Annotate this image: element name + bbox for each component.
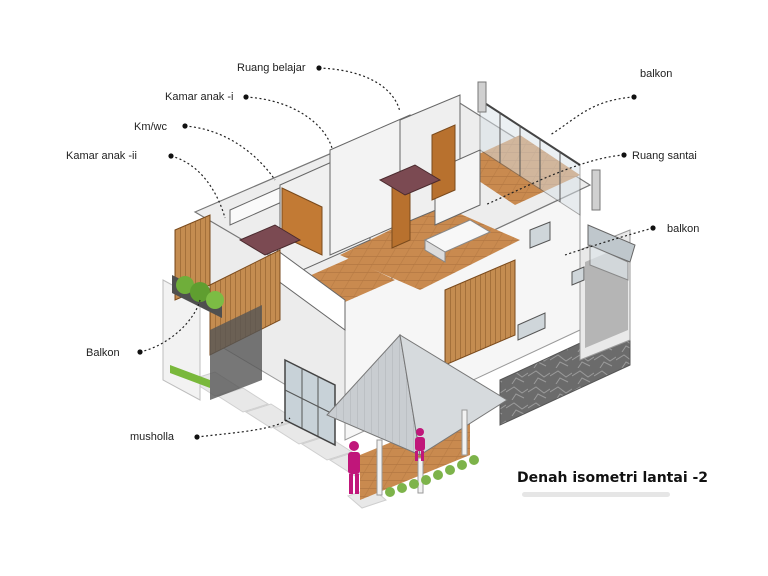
label-kamar-anak-i: Kamar anak -i (165, 91, 234, 103)
human-figure-front (348, 441, 360, 494)
label-balkon-top: balkon (640, 68, 673, 80)
label-km-wc: Km/wc (134, 121, 167, 133)
label-balkon-left: Balkon (86, 347, 120, 359)
front-shrubs (385, 455, 479, 497)
balcony-railing-top (477, 81, 601, 216)
musholla-window (284, 358, 336, 447)
human-figure-back (415, 428, 425, 461)
sofa (423, 219, 492, 263)
blurred-caption (522, 492, 670, 497)
leader-lines (139, 67, 654, 438)
facade-windows (517, 221, 585, 341)
label-ruang-belajar: Ruang belajar (237, 62, 306, 74)
leader-balkon-right (564, 227, 654, 256)
leader-balkon-left (139, 299, 201, 353)
label-ruang-santai: Ruang santai (632, 150, 697, 162)
leader-km-wc (184, 125, 276, 181)
balcony-left (172, 214, 281, 400)
balcony-right (587, 224, 636, 281)
leader-kamar-anak-ii (170, 155, 226, 219)
diagram-title: Denah isometri lantai -2 (517, 470, 709, 486)
leader-dots (137, 65, 656, 440)
leader-ruang-belajar (318, 67, 401, 113)
leader-kamar-anak-i (245, 96, 333, 149)
label-kamar-anak-ii: Kamar anak -ii (66, 150, 137, 162)
label-balkon-right: balkon (667, 223, 700, 235)
wood-cladding (444, 259, 516, 366)
beds (238, 164, 442, 256)
leader-balkon-top (549, 96, 635, 136)
label-musholla: musholla (130, 431, 175, 443)
